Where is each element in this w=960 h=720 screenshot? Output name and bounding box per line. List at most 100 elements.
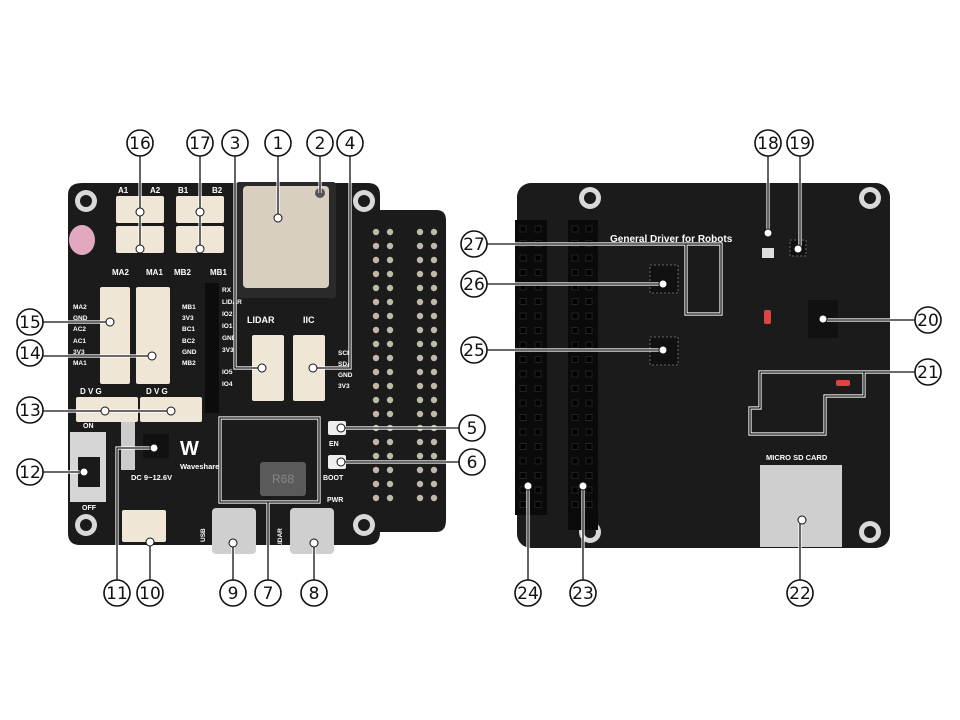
pin-hole: [372, 410, 380, 418]
board-title: General Driver for Robots: [610, 234, 733, 245]
leader-dot: [658, 345, 668, 355]
socket-hole: [571, 399, 579, 407]
pin-hole: [386, 298, 394, 306]
callout-number: 4: [345, 134, 356, 154]
callout-18: 18: [754, 129, 782, 157]
pin-hole: [430, 256, 438, 264]
pin-hole: [386, 452, 394, 460]
pin-label: MA1: [73, 360, 87, 367]
socket-hole: [534, 486, 542, 494]
leader-dot: [523, 481, 533, 491]
switch-on-label: ON: [83, 423, 94, 430]
pin-hole: [386, 438, 394, 446]
callout-number: 27: [463, 235, 485, 255]
pin-label: MB2: [182, 360, 196, 367]
socket-hole: [571, 472, 579, 479]
lidar-usb-c-port[interactable]: [290, 508, 334, 554]
socket-hole: [534, 457, 542, 465]
dc-power-connector[interactable]: [122, 510, 166, 542]
pin-hole: [416, 494, 424, 502]
leader-dot: [793, 244, 803, 254]
leader-dot: [79, 467, 89, 477]
pin-hole: [416, 382, 424, 390]
pin-hole: [416, 298, 424, 306]
callout-1: 1: [264, 129, 292, 157]
socket-hole: [585, 399, 593, 407]
label-b1: B1: [178, 186, 189, 195]
leader-dot: [763, 228, 773, 238]
pin-label: 3V3: [73, 349, 85, 356]
socket-hole: [519, 443, 527, 450]
socket-hole: [519, 501, 527, 508]
pin-hole: [416, 256, 424, 264]
pin-hole: [430, 494, 438, 502]
socket-hole: [571, 254, 579, 262]
pin-hole: [416, 452, 424, 460]
pin-hole: [386, 284, 394, 292]
pin-hole: [430, 452, 438, 460]
label-ma1: MA1: [146, 268, 163, 277]
callout-number: 10: [139, 584, 161, 604]
leader-dot: [309, 538, 319, 548]
callout-number: 16: [129, 134, 151, 154]
socket-hole: [585, 356, 593, 363]
callout-20: 20: [914, 306, 942, 334]
usb-c-port[interactable]: [212, 508, 256, 554]
pin-label: LIDAR: [222, 299, 242, 306]
pin-hole: [372, 270, 380, 278]
socket-hole: [519, 385, 527, 392]
socket-hole: [519, 370, 527, 378]
leader-line: [219, 417, 320, 580]
female-header-outer: [515, 220, 547, 515]
callout-number: 25: [463, 341, 485, 361]
callout-number: 21: [917, 363, 939, 383]
socket-hole: [534, 472, 542, 479]
leader-dot: [308, 363, 318, 373]
socket-hole: [534, 370, 542, 378]
callout-number: 12: [19, 463, 41, 483]
callout-number: 3: [230, 134, 241, 154]
pin-hole: [386, 410, 394, 418]
callout-number: 20: [917, 311, 939, 331]
socket-hole: [534, 298, 542, 305]
pin-hole: [416, 228, 424, 236]
socket-hole: [585, 486, 593, 494]
socket-hole: [534, 399, 542, 407]
pin-hole: [430, 382, 438, 390]
pin-hole: [372, 368, 380, 376]
socket-hole: [519, 428, 527, 436]
leader-dot: [336, 423, 346, 433]
socket-hole: [585, 385, 593, 392]
pin-hole: [430, 284, 438, 292]
callout-number: 9: [228, 584, 239, 604]
pin-hole: [372, 382, 380, 390]
back-board: General Driver for Robots MICRO SD CARD: [515, 183, 890, 548]
socket-hole: [585, 298, 593, 305]
pin-hole: [386, 326, 394, 334]
lidar-usb-label: LIDAR: [277, 528, 284, 548]
pin-hole: [430, 242, 438, 250]
brand-label: Waveshare: [180, 462, 219, 471]
callout-number: 6: [467, 453, 478, 473]
callout-21: 21: [914, 358, 942, 386]
pin-hole: [416, 242, 424, 250]
encoder-connector-b: [136, 287, 170, 384]
socket-hole: [519, 254, 527, 262]
pin-label: 3V3: [182, 315, 194, 322]
callout-13: 13: [16, 396, 44, 424]
pin-hole: [430, 340, 438, 348]
socket-hole: [571, 414, 579, 421]
pin-label: BC1: [182, 326, 195, 333]
pin-hole: [416, 466, 424, 474]
pin-label: IO5: [222, 369, 233, 376]
socket-hole: [534, 428, 542, 436]
pin-hole: [430, 396, 438, 404]
pin-hole: [386, 466, 394, 474]
socket-hole: [585, 269, 593, 276]
callout-number: 8: [309, 584, 320, 604]
callout-number: 23: [572, 584, 594, 604]
socket-hole: [519, 312, 527, 320]
pin-label: AC1: [73, 338, 86, 345]
pin-hole: [386, 494, 394, 502]
label-a1: A1: [118, 186, 129, 195]
